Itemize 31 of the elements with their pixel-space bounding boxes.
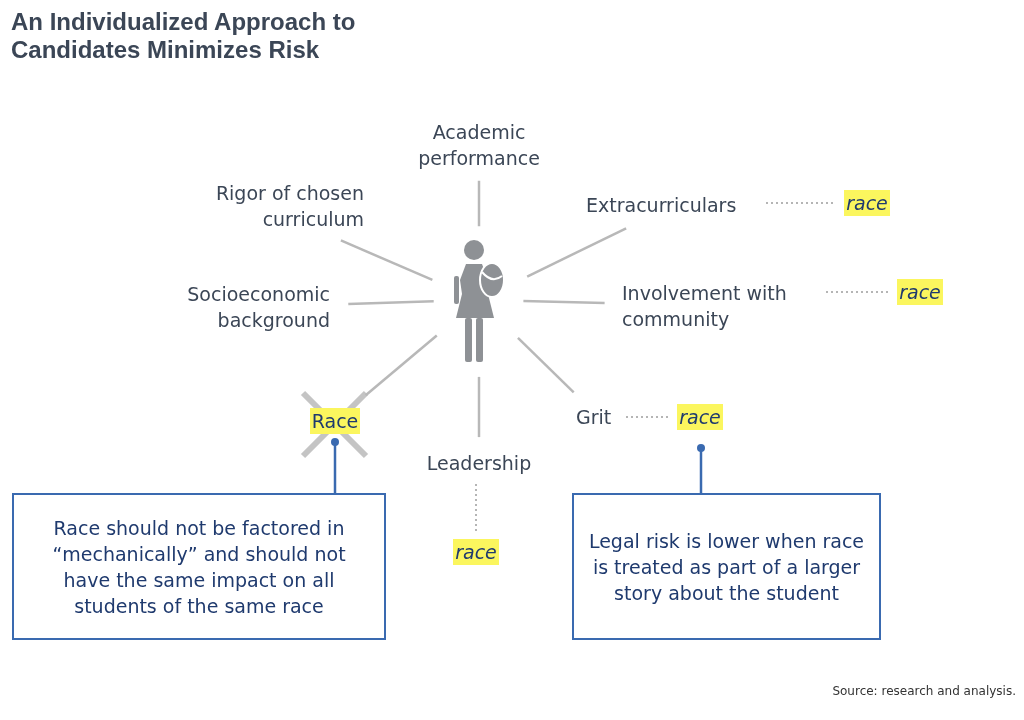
- leader-line: [697, 444, 705, 493]
- highlighted-word: race: [453, 539, 499, 565]
- spoke-line: [364, 334, 438, 397]
- highlighted-word: race: [897, 279, 943, 305]
- highlighted-word: race: [844, 190, 890, 216]
- factor-label: Leadership: [426, 451, 532, 476]
- leader-line: [331, 438, 339, 493]
- spoke-line: [526, 227, 627, 278]
- factor-label: Extracurriculars: [586, 193, 737, 218]
- spoke-line: [348, 300, 434, 306]
- factor-label: Rigor of chosen curriculum: [214, 181, 364, 232]
- dotted-connector: [475, 483, 477, 532]
- callout-text: Race should not be factored in “mechanically” and should not have the same impact on all students of the same race: [51, 515, 347, 619]
- source-note: Source: research and analysis.: [832, 684, 1016, 698]
- factor-label: Socioeconomic background: [186, 282, 330, 333]
- spoke-line: [477, 376, 481, 438]
- dotted-connector: [825, 291, 890, 293]
- highlighted-word: Race: [309, 408, 361, 434]
- callout-text: Legal risk is lower when race is treated as part of a larger story about the student: [588, 528, 865, 606]
- spoke-line: [340, 239, 433, 282]
- factor-label: Academic performance: [417, 120, 541, 171]
- dotted-connector: [625, 416, 670, 418]
- spoke-line: [517, 337, 575, 394]
- factor-label: Involvement with community: [622, 281, 788, 332]
- callout-box: [12, 493, 386, 640]
- spoke-line: [477, 180, 481, 227]
- title: An Individualized Approach to Candidates Minimizes Risk: [11, 8, 357, 64]
- callout-box: [572, 493, 881, 640]
- spoke-line: [523, 299, 605, 305]
- highlighted-word: race: [677, 404, 723, 430]
- factor-label: Grit: [576, 405, 612, 430]
